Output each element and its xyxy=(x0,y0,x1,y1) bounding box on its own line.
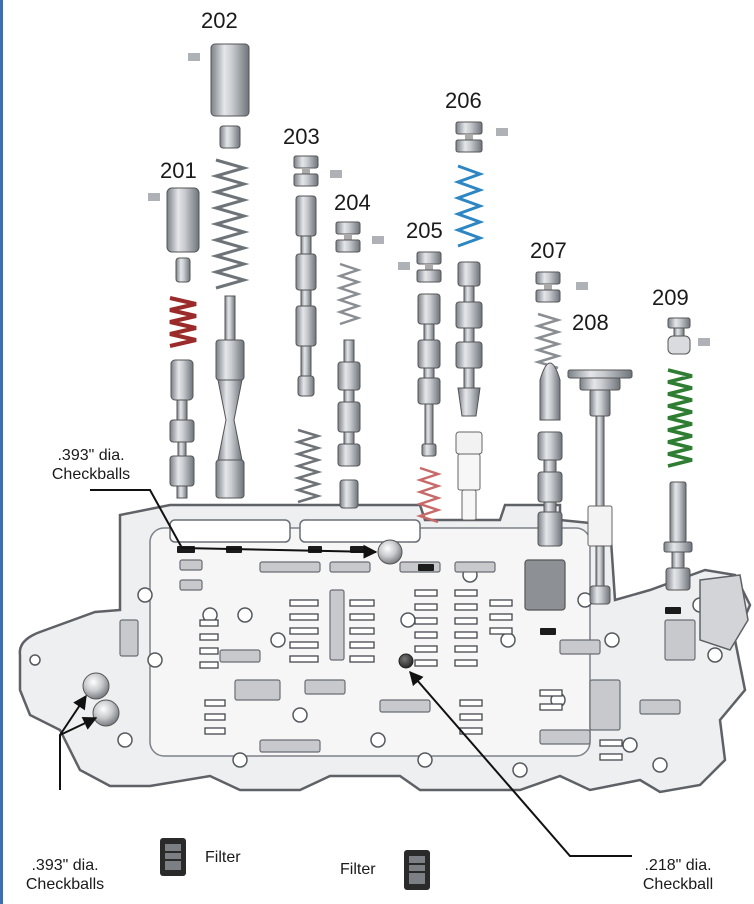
callout-checkballs-lower-line1: .393" dia. xyxy=(31,857,99,874)
part-number-207: 207 xyxy=(530,238,567,263)
part-number-205: 205 xyxy=(406,218,443,243)
valve-201-assembly xyxy=(148,187,200,499)
valve-202-assembly xyxy=(188,43,250,499)
valve-203-assembly xyxy=(293,155,342,504)
callout-checkball-218: .218" dia. Checkball xyxy=(628,856,728,894)
callout-checkball-218-line2: Checkball xyxy=(642,876,714,893)
valve-206-assembly xyxy=(453,121,508,521)
valve-208-assembly xyxy=(567,369,633,605)
valve-204-assembly xyxy=(335,221,384,509)
callout-checkballs-upper-line2: Checkballs xyxy=(51,466,131,483)
part-number-203: 203 xyxy=(283,124,320,149)
callout-checkballs-upper: .393" dia. Checkballs xyxy=(36,446,146,484)
valve-body-plate xyxy=(18,503,752,794)
part-number-202: 202 xyxy=(201,8,238,33)
accent-border xyxy=(0,0,3,904)
filter-right-icon xyxy=(404,850,430,890)
part-number-201: 201 xyxy=(160,158,197,183)
filter-right-label: Filter xyxy=(340,861,376,878)
checkball-lower-2 xyxy=(92,699,120,727)
filter-left-icon xyxy=(160,838,186,876)
leader-lines xyxy=(59,489,632,857)
checkball-small xyxy=(398,653,414,669)
callout-checkballs-upper-line1: .393" dia. xyxy=(57,447,125,464)
checkball-upper xyxy=(377,539,403,565)
part-number-204: 204 xyxy=(334,190,371,215)
callout-checkballs-lower: .393" dia. Checkballs xyxy=(20,856,110,894)
valve-205-assembly xyxy=(398,251,442,524)
valve-209-assembly xyxy=(663,317,710,591)
valve-207-assembly xyxy=(533,271,588,547)
part-number-206: 206 xyxy=(445,88,482,113)
callout-checkballs-lower-line2: Checkballs xyxy=(25,876,105,893)
filter-left-label: Filter xyxy=(205,849,241,866)
checkball-lower-1 xyxy=(82,672,110,700)
callout-checkball-218-line1: .218" dia. xyxy=(644,857,712,874)
part-number-208: 208 xyxy=(572,310,609,335)
part-number-209: 209 xyxy=(652,285,689,310)
